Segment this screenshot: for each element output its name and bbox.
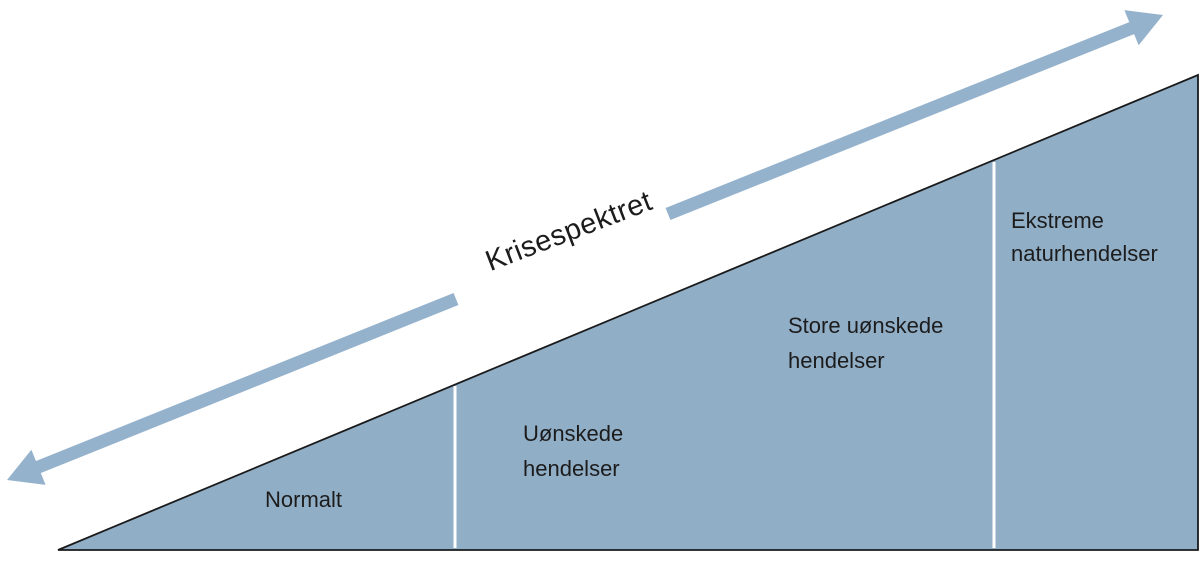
section-label-ekstreme-naturhendelser: Ekstreme naturhendelser — [1011, 204, 1158, 270]
arrow-shaft-upper — [665, 21, 1135, 221]
arrow-head-left-icon — [7, 449, 46, 485]
section-label-uonskede-hendelser: Uønskede hendelser — [523, 416, 623, 486]
section-label-line: Normalt — [265, 487, 343, 512]
spectrum-arrow — [7, 10, 1163, 485]
spectrum-triangle — [57, 73, 1199, 551]
arrow-shaft-lower — [33, 292, 459, 475]
section-label-line: naturhendelser — [1011, 241, 1158, 266]
section-label-line: hendelser — [788, 348, 885, 373]
section-label-line: Store uønskede — [788, 313, 944, 338]
section-label-line: hendelser — [523, 456, 620, 481]
arrow-head-right-icon — [1124, 10, 1163, 46]
section-label-normalt: Normalt — [265, 482, 342, 517]
section-label-line: Ekstreme — [1011, 208, 1104, 233]
section-label-line: Uønskede — [523, 421, 624, 446]
section-label-store-uonskede-hendelser: Store uønskede hendelser — [788, 308, 943, 378]
